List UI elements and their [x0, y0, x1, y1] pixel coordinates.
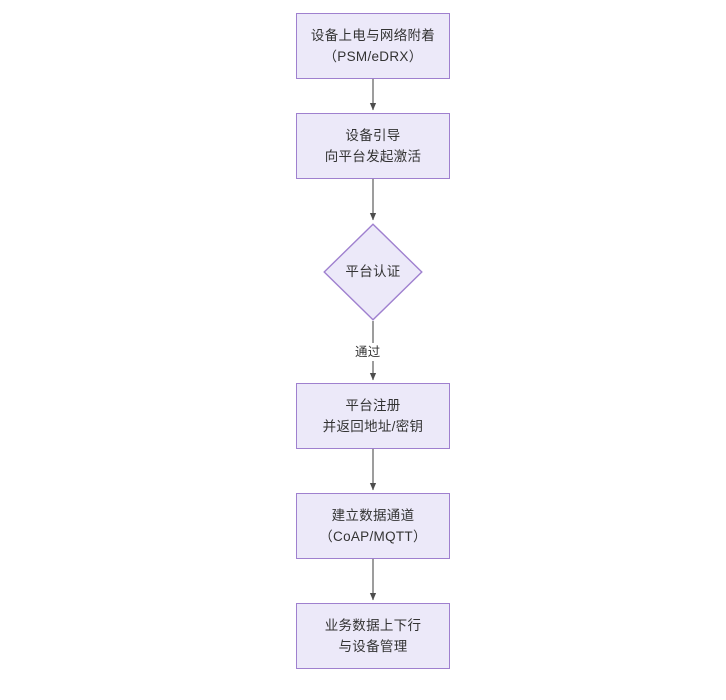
node-data-channel-line-2: （CoAP/MQTT） — [319, 529, 427, 544]
node-bootstrap-line-2: 向平台发起激活 — [324, 149, 422, 164]
node-platform-register-line-2: 并返回地址/密钥 — [322, 419, 424, 434]
node-bootstrap-line-1: 设备引导 — [345, 128, 401, 143]
node-power-on-line-1: 设备上电与网络附着 — [310, 28, 436, 43]
node-platform-auth-label-wrap: 平台认证 — [323, 223, 423, 321]
node-bootstrap[interactable]: 设备引导 向平台发起激活 — [296, 113, 450, 179]
node-platform-auth[interactable]: 平台认证 — [323, 223, 423, 321]
node-business-data-line-2: 与设备管理 — [338, 639, 408, 654]
node-data-channel-line-1: 建立数据通道 — [331, 508, 415, 523]
node-platform-register[interactable]: 平台注册 并返回地址/密钥 — [296, 383, 450, 449]
node-platform-register-line-1: 平台注册 — [345, 398, 401, 413]
node-data-channel[interactable]: 建立数据通道 （CoAP/MQTT） — [296, 493, 450, 559]
node-business-data[interactable]: 业务数据上下行 与设备管理 — [296, 603, 450, 669]
diamond-shape — [323, 223, 423, 321]
edge-label-pass: 通过 — [352, 343, 384, 361]
node-power-on-line-2: （PSM/eDRX） — [323, 49, 423, 64]
node-power-on[interactable]: 设备上电与网络附着 （PSM/eDRX） — [296, 13, 450, 79]
node-business-data-line-1: 业务数据上下行 — [324, 618, 422, 633]
node-platform-auth-line-1: 平台认证 — [345, 264, 401, 279]
